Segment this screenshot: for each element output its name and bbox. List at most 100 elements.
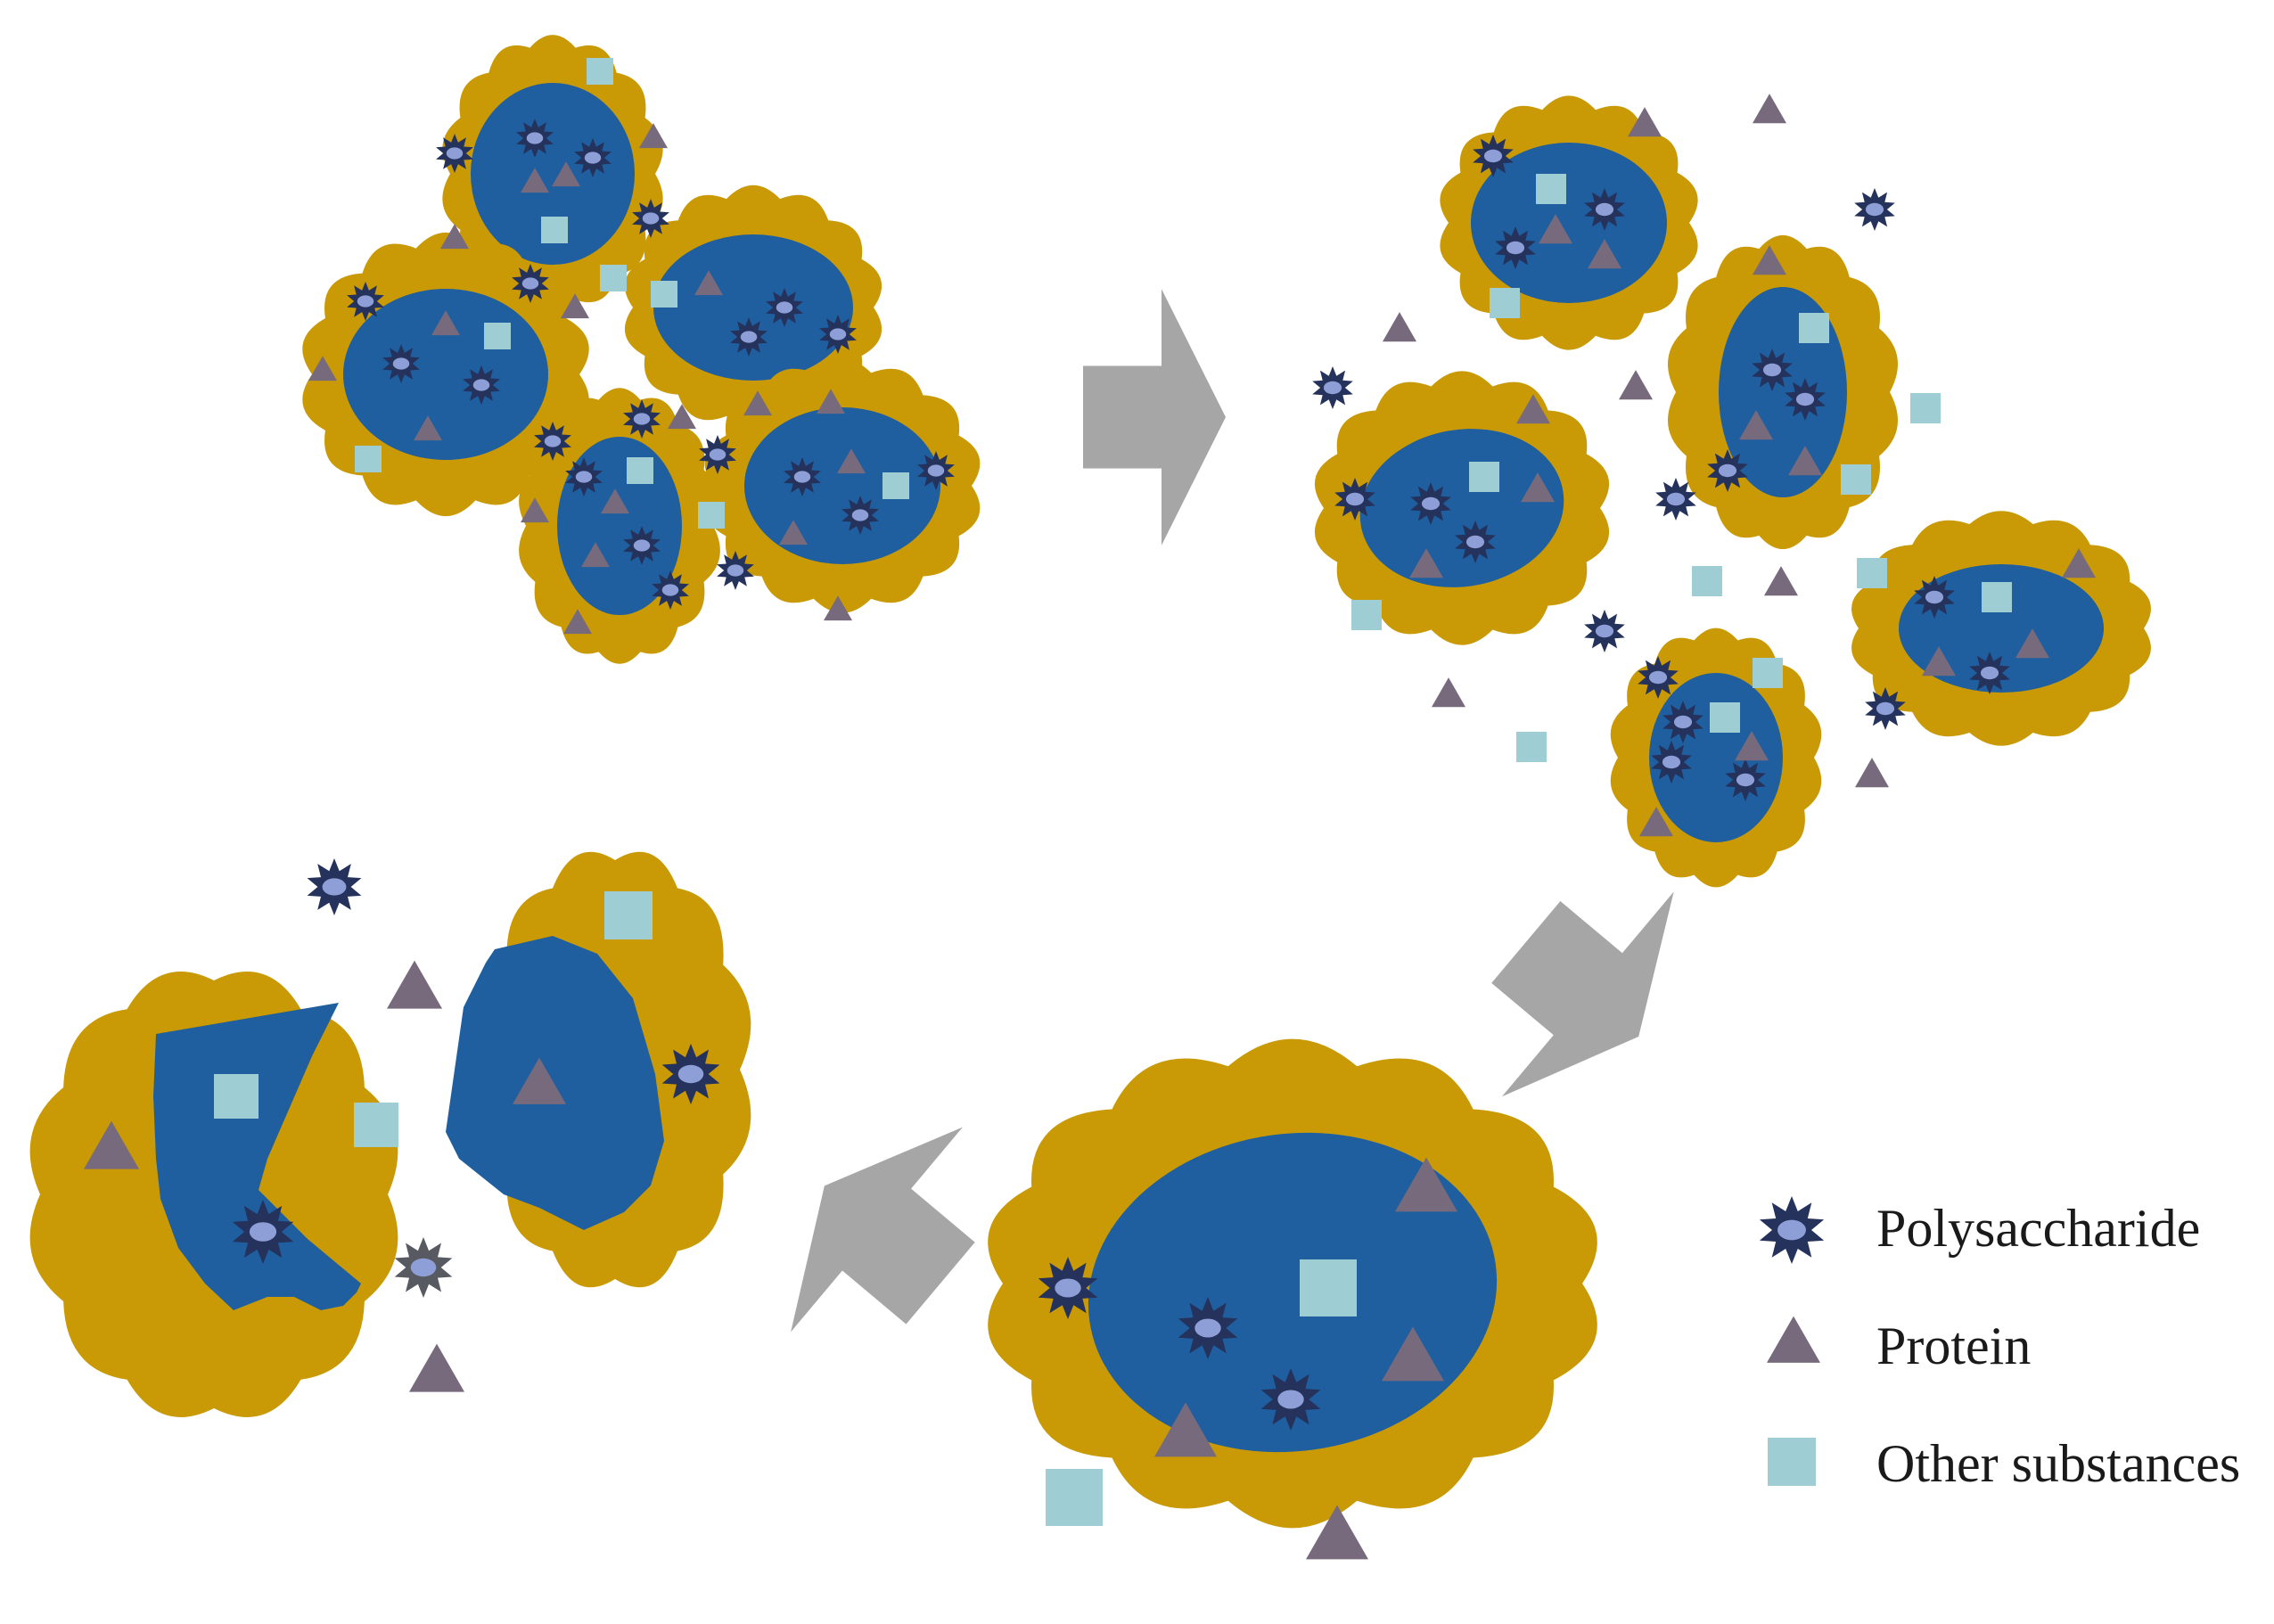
polysaccharide-icon <box>1038 1257 1098 1319</box>
other-substance-icon <box>1300 1259 1357 1316</box>
protein-icon <box>1628 107 1662 137</box>
legend-polysaccharide-icon <box>1759 1196 1825 1264</box>
legend-other-substances-icon <box>1768 1438 1816 1486</box>
cell <box>1314 371 1610 645</box>
other-substance-icon <box>1046 1469 1103 1526</box>
star-center <box>1865 202 1884 217</box>
polysaccharide-icon <box>463 365 500 405</box>
block-arrow-icon <box>791 1127 975 1333</box>
other-substance-icon <box>1351 600 1382 630</box>
protein-icon <box>414 415 442 441</box>
protein-icon <box>1855 758 1889 788</box>
polysaccharide-icon <box>1260 1368 1321 1431</box>
star-center <box>633 413 651 425</box>
stage-4-ruptured-cell <box>29 851 751 1417</box>
polysaccharide-icon <box>307 858 362 915</box>
star-center <box>446 147 464 160</box>
other-substance-icon <box>1753 658 1783 688</box>
star-center <box>322 878 347 896</box>
polysaccharide-icon <box>347 282 384 321</box>
star-center <box>1980 666 1999 680</box>
star-center <box>1483 149 1503 163</box>
star-center <box>1718 463 1737 478</box>
star-center <box>1277 1390 1304 1409</box>
polysaccharide-icon <box>574 138 612 177</box>
polysaccharide-icon <box>1334 478 1375 521</box>
polysaccharide-icon <box>1785 378 1826 421</box>
protein-icon <box>1788 446 1822 476</box>
star-center <box>1194 1318 1221 1338</box>
polysaccharide-icon <box>534 422 571 461</box>
polysaccharide-icon <box>436 134 473 173</box>
polysaccharide-icon <box>623 399 661 439</box>
star-center <box>1595 624 1614 638</box>
polysaccharide-icon <box>1410 482 1451 525</box>
cell-core <box>1359 429 1564 587</box>
polysaccharide-icon <box>1662 701 1703 743</box>
protein-icon <box>561 293 589 319</box>
other-substance-icon <box>883 472 909 499</box>
polysaccharide-icon <box>841 496 879 535</box>
other-substance-icon <box>354 1103 398 1147</box>
cell-core <box>653 234 853 381</box>
other-substance-icon <box>1982 582 2012 612</box>
protein-icon <box>837 448 866 474</box>
protein-icon <box>1753 245 1786 275</box>
polysaccharide-icon <box>661 1044 720 1104</box>
star-center <box>1506 241 1525 255</box>
protein-icon <box>1383 312 1416 342</box>
cell-core <box>1899 564 2104 693</box>
process-arrows <box>791 289 1674 1333</box>
cell-core-left <box>153 1003 361 1310</box>
polysaccharide-icon <box>1759 1196 1825 1264</box>
star-center <box>575 471 593 483</box>
protein-icon <box>1764 566 1798 596</box>
star-center <box>1465 535 1485 549</box>
protein-icon <box>521 168 549 193</box>
star-center <box>1421 496 1441 511</box>
legend-protein-icon <box>1767 1316 1820 1363</box>
star-center <box>1736 773 1755 787</box>
protein-icon <box>639 123 668 149</box>
protein-icon <box>308 356 337 381</box>
other-substance-icon <box>1536 174 1566 204</box>
protein-icon <box>552 161 580 187</box>
protein-icon <box>1619 370 1653 400</box>
star-center <box>584 152 602 164</box>
star-center <box>1323 381 1342 395</box>
cell <box>1610 627 1822 888</box>
polysaccharide-icon <box>232 1200 294 1264</box>
legend-protein-label: Protein <box>1876 1316 2031 1375</box>
other-substance-icon <box>1799 313 1829 343</box>
protein-icon <box>1382 1326 1444 1382</box>
star-center <box>661 584 679 596</box>
other-substance-icon <box>355 446 382 472</box>
protein-icon <box>1735 731 1769 761</box>
star-center <box>1925 590 1944 604</box>
other-substance-icon <box>484 323 511 349</box>
star-center <box>642 212 660 225</box>
polysaccharide-icon <box>766 288 803 327</box>
protein-icon <box>668 404 696 430</box>
polysaccharide-icon <box>1865 687 1906 730</box>
legend-other-substances-label: Other substances <box>1876 1434 2240 1493</box>
other-substance-icon <box>541 217 568 243</box>
polysaccharide-icon <box>623 526 661 565</box>
protein-icon <box>581 542 610 568</box>
protein-icon <box>440 224 469 250</box>
protein-icon <box>1639 807 1673 837</box>
polysaccharide-icon <box>730 317 768 357</box>
polysaccharide-icon <box>516 119 554 158</box>
star-center <box>677 1064 704 1084</box>
protein-icon <box>409 1343 464 1392</box>
polysaccharide-icon <box>1914 576 1955 619</box>
protein-icon <box>1516 394 1550 424</box>
star-center <box>793 471 811 483</box>
other-substance-icon <box>604 891 653 939</box>
protein-icon <box>817 389 845 414</box>
protein-icon <box>694 270 723 296</box>
cell <box>1668 234 1898 550</box>
star-center <box>1595 202 1614 217</box>
polysaccharide-icon <box>1752 349 1793 391</box>
star-center <box>357 295 374 308</box>
